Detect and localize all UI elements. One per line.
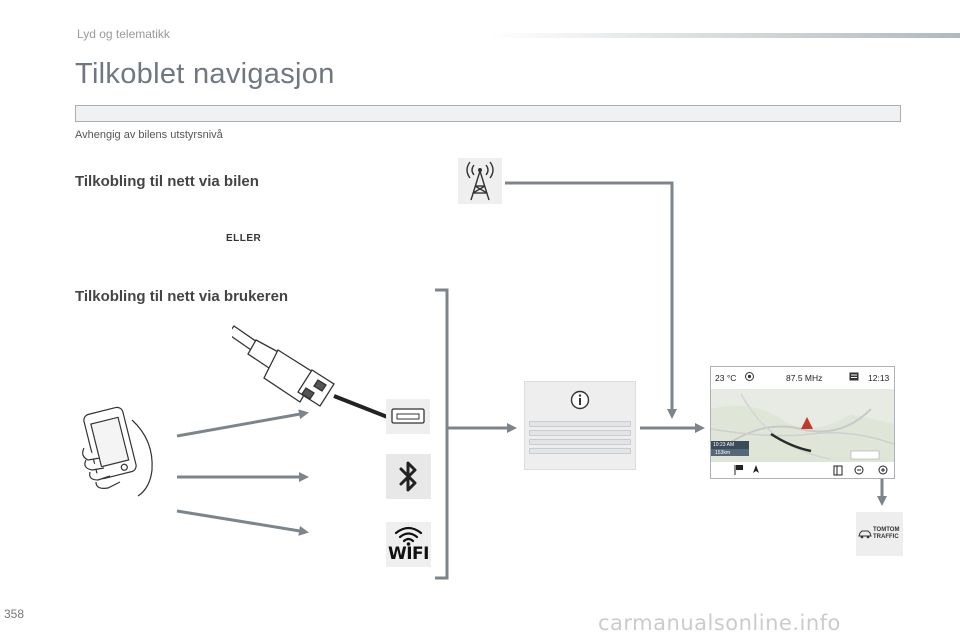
info-row <box>529 439 631 445</box>
or-label: ELLER <box>226 233 262 244</box>
car-connection-heading: Tilkobling til nett via bilen <box>75 173 259 190</box>
clock: 12:13 <box>868 373 890 383</box>
info-panel <box>524 381 636 470</box>
user-connection-heading: Tilkobling til nett via brukeren <box>75 288 289 305</box>
screen-toolbar <box>711 462 894 478</box>
bluetooth-icon <box>386 454 431 499</box>
info-icon <box>570 390 590 410</box>
page-number: 358 <box>4 607 25 621</box>
distance-remaining: 153km <box>715 450 731 456</box>
compass-icon <box>753 465 759 473</box>
usb-arrow <box>176 409 309 438</box>
navigation-screen: 23 °C 87.5 MHz 12:13 10:23 AM 153km <box>710 366 895 479</box>
header-rule <box>490 33 960 38</box>
antenna-icon <box>458 158 502 204</box>
info-row <box>529 430 631 436</box>
equipment-note: Avhengig av bilens utstyrsnivå <box>75 129 223 141</box>
page-title: Tilkoblet navigasjon <box>75 58 335 90</box>
map-view-icon <box>833 465 843 476</box>
zoom-in-icon <box>878 465 888 475</box>
antenna-connector <box>505 181 677 419</box>
tomtom-line-1: TOMTOM <box>873 527 900 533</box>
info-row <box>529 448 631 454</box>
car-icon <box>858 530 872 539</box>
usb-plug-icon <box>232 325 391 420</box>
section-label: Lyd og telematikk <box>77 27 170 41</box>
info-row <box>529 421 631 427</box>
title-bar <box>75 105 901 122</box>
wifi-arrow <box>176 509 309 536</box>
radio-frequency: 87.5 MHz <box>786 373 823 383</box>
message-icon <box>849 372 859 381</box>
watermark: carmanualsonline.info <box>598 611 841 635</box>
user-bracket <box>435 288 449 580</box>
wifi-label: WIFI <box>387 544 430 564</box>
gps-icon <box>745 372 754 381</box>
tomtom-line-2: TRAFFIC <box>873 534 899 540</box>
screen-status-bar: 23 °C 87.5 MHz 12:13 <box>711 367 894 387</box>
zoom-out-icon <box>854 465 864 475</box>
wifi-icon: WIFI <box>386 522 431 567</box>
destination-flag-icon <box>734 465 743 475</box>
usb-port-icon <box>386 399 430 434</box>
arrival-time: 10:23 AM <box>713 442 735 448</box>
map-view[interactable]: 10:23 AM 153km <box>711 389 894 462</box>
smartphone-in-hand-icon <box>82 406 153 497</box>
temperature-readout: 23 °C <box>715 373 737 383</box>
tomtom-traffic-badge: TOMTOM TRAFFIC <box>856 512 903 556</box>
